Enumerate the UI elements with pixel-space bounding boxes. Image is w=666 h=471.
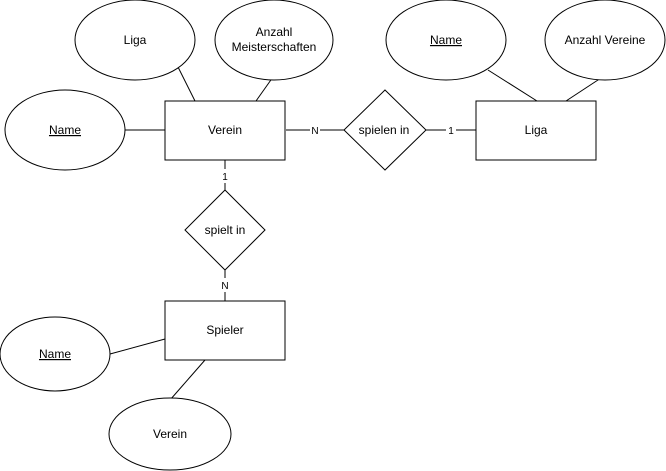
attribute-spieler-name[interactable] xyxy=(0,316,111,392)
attribute-verein-name-label: Name xyxy=(49,123,81,137)
relationship-spielen-in-label: spielen in xyxy=(359,123,410,137)
attribute-verein-meisterschaften[interactable] xyxy=(214,0,334,81)
entity-spieler-label: Spieler xyxy=(206,323,243,337)
cardinality-liga-spielen-in: 1 xyxy=(448,126,454,137)
attribute-liga-name[interactable] xyxy=(385,0,507,81)
cardinality-spieler-spielt-in: N xyxy=(221,281,228,292)
entity-spieler[interactable] xyxy=(164,300,286,361)
cardinality-verein-spielt-in: 1 xyxy=(222,172,228,183)
entity-verein-label: Verein xyxy=(208,123,242,137)
edge-verein-liga-attr xyxy=(177,66,196,102)
edge-verein-meisterschaften-attr xyxy=(255,76,274,102)
edge-spieler-name-attr xyxy=(109,338,166,355)
edge-spieler-verein-attr xyxy=(169,359,206,401)
cardinality-bg-liga-spielen-in xyxy=(446,123,456,137)
relationship-spielen-in[interactable] xyxy=(343,89,427,171)
attribute-liga-anzahl-vereine[interactable] xyxy=(544,0,666,81)
attribute-spieler-name-label: Name xyxy=(39,347,71,361)
cardinality-bg-spieler-spielt-in xyxy=(220,278,230,292)
entity-liga-label: Liga xyxy=(525,123,548,137)
relationship-spielt-in-label: spielt in xyxy=(205,223,246,237)
entity-liga[interactable] xyxy=(475,100,597,161)
cardinality-verein-spielen-in: N xyxy=(311,126,318,137)
attribute-verein-liga-label: Liga xyxy=(124,33,147,47)
edge-liga-anzahl-vereine-attr xyxy=(565,77,602,102)
attribute-spieler-verein[interactable] xyxy=(108,397,232,471)
attribute-verein-liga[interactable] xyxy=(74,0,196,81)
attribute-verein-meisterschaften-label-line2: Meisterschaften xyxy=(232,40,317,54)
attribute-liga-name-label: Name xyxy=(430,33,462,47)
entity-verein[interactable] xyxy=(164,100,286,161)
cardinality-bg-verein-spielt-in xyxy=(220,169,230,183)
edge-liga-name-attr xyxy=(487,69,538,102)
attribute-spieler-verein-label: Verein xyxy=(153,427,187,441)
attribute-liga-anzahl-vereine-label: Anzahl Vereine xyxy=(565,33,646,47)
attribute-verein-meisterschaften-label-line1: Anzahl xyxy=(256,25,293,39)
relationship-spielt-in[interactable] xyxy=(184,189,266,271)
cardinality-bg-verein-spielen-in xyxy=(310,123,320,137)
attribute-verein-name[interactable] xyxy=(4,89,126,171)
